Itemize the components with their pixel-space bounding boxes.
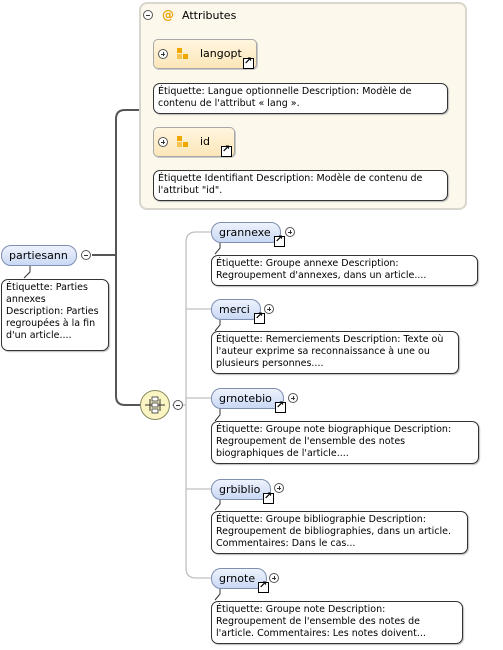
attribute-langopt[interactable]: langopt: [153, 39, 257, 69]
attribute-id[interactable]: id: [153, 127, 235, 157]
link-arrow-icon[interactable]: [221, 144, 232, 157]
note-line: Étiquette Identifiant Description: Modèl…: [158, 173, 423, 184]
note-line: Étiquette: Langue optionnelle Descriptio…: [158, 86, 412, 97]
note-line: Étiquette: Parties: [6, 282, 88, 293]
element-name: partiesann: [9, 249, 68, 262]
attribute-id-note: Étiquette Identifiant Description: Modèl…: [153, 170, 448, 201]
collapse-root-icon[interactable]: [81, 250, 91, 260]
sequence-compositor-icon[interactable]: [140, 390, 170, 420]
element-name: merci: [219, 303, 250, 316]
note-line: Étiquette: Groupe note Description:: [216, 604, 386, 615]
attribute-name: langopt: [200, 47, 242, 60]
element-grannexe[interactable]: grannexe: [211, 222, 285, 247]
at-sign-icon: @: [162, 8, 174, 22]
element-name: grbiblio: [219, 483, 261, 496]
element-merci[interactable]: merci: [211, 299, 265, 324]
element-name: grannexe: [219, 226, 271, 239]
element-grnote[interactable]: grnote: [211, 568, 269, 593]
note-line: annexes: [6, 294, 46, 305]
element-grnotebio[interactable]: grnotebio: [211, 388, 286, 413]
expand-grnotebio-icon[interactable]: [288, 393, 298, 403]
note-line: Commentaires: Dans le cas...: [216, 538, 356, 549]
note-line: Étiquette: Groupe note biographique Desc…: [216, 424, 452, 435]
note-line: Étiquette: Groupe bibliographie Descript…: [216, 514, 426, 525]
grnote-note: Étiquette: Groupe note Description: Regr…: [211, 601, 463, 644]
element-grbiblio[interactable]: grbiblio: [211, 479, 274, 504]
note-line: d'un article....: [6, 330, 72, 341]
note-line: Regroupement de bibliographies, dans un …: [216, 526, 452, 537]
note-line: Description: Parties: [6, 306, 99, 317]
note-line: Regroupement de l'ensemble des notes: [216, 436, 406, 447]
attribute-name: id: [200, 135, 211, 148]
element-name: grnote: [219, 572, 256, 585]
note-line: Regroupement de l'ensemble des notes de: [216, 616, 421, 627]
element-name: grnotebio: [219, 392, 272, 405]
note-line: Étiquette: Groupe annexe Description:: [216, 258, 399, 269]
note-line: l'attribut "id".: [158, 185, 223, 196]
attribute-type-icon: [177, 136, 189, 148]
root-element-partiesann[interactable]: partiesann: [1, 245, 77, 266]
attributes-title: Attributes: [182, 9, 237, 22]
link-arrow-icon[interactable]: [263, 491, 274, 504]
note-line: contenu de l'attribut « lang ».: [158, 98, 300, 109]
grbiblio-note: Étiquette: Groupe bibliographie Descript…: [211, 511, 468, 554]
expand-merci-icon[interactable]: [264, 304, 274, 314]
expand-grbiblio-icon[interactable]: [274, 483, 284, 493]
link-arrow-icon[interactable]: [274, 234, 285, 247]
note-line: l'auteur exprime sa reconnaissance à une…: [216, 346, 430, 357]
grnotebio-note: Étiquette: Groupe note biographique Desc…: [211, 421, 479, 464]
collapse-sequence-icon[interactable]: [173, 400, 183, 410]
note-line: Regroupement d'annexes, dans un article.…: [216, 270, 427, 281]
note-line: plusieurs personnes....: [216, 358, 324, 369]
collapse-attributes-icon[interactable]: [143, 10, 153, 20]
link-arrow-icon[interactable]: [243, 56, 254, 69]
note-line: biographiques de l'article....: [216, 448, 349, 459]
root-note: Étiquette: Parties annexes Description: …: [1, 279, 109, 351]
note-line: Étiquette: Remerciements Description: Te…: [216, 334, 444, 345]
link-arrow-icon[interactable]: [254, 311, 265, 324]
expand-icon[interactable]: [158, 49, 168, 59]
expand-grnote-icon[interactable]: [269, 573, 279, 583]
link-arrow-icon[interactable]: [258, 580, 269, 593]
attribute-type-icon: [177, 48, 189, 60]
note-line: regroupées à la fin: [6, 318, 96, 329]
expand-grannexe-icon[interactable]: [285, 227, 295, 237]
merci-note: Étiquette: Remerciements Description: Te…: [211, 331, 459, 374]
grannexe-note: Étiquette: Groupe annexe Description: Re…: [211, 255, 478, 286]
note-line: l'article. Commentaires: Les notes doive…: [216, 628, 426, 639]
link-arrow-icon[interactable]: [275, 400, 286, 413]
attribute-langopt-note: Étiquette: Langue optionnelle Descriptio…: [153, 83, 448, 114]
expand-icon[interactable]: [158, 137, 168, 147]
